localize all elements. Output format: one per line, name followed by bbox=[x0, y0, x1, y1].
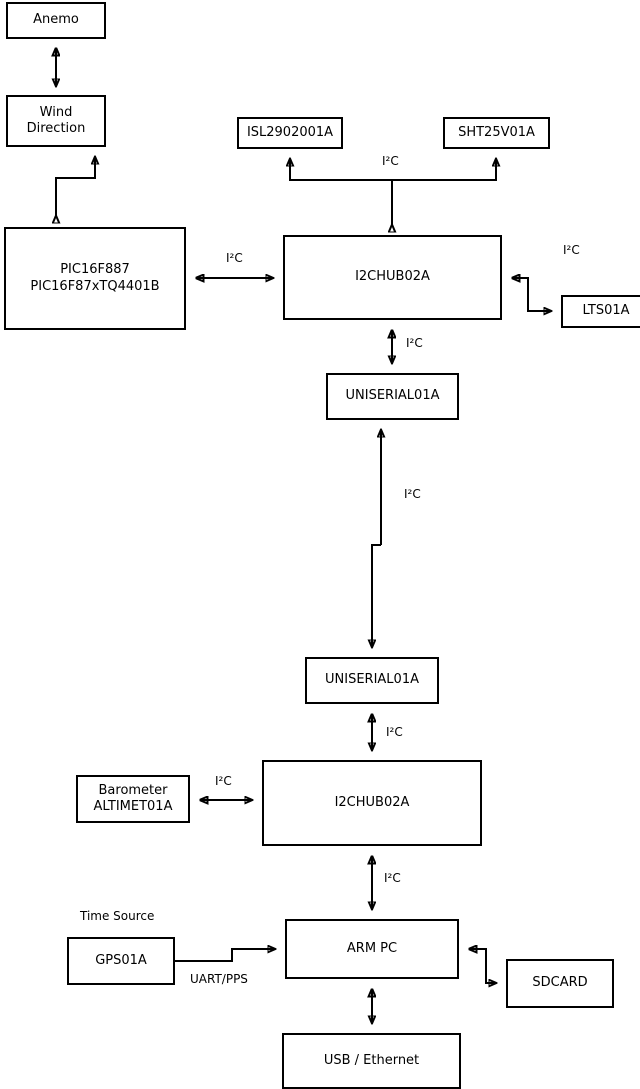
node-i2chub02a-bottom-label: I2CHUB02A bbox=[334, 794, 410, 810]
edge-label-i2c-barometer: I²C bbox=[215, 774, 232, 788]
node-gps01a-label: GPS01A bbox=[95, 952, 147, 968]
node-sdcard[interactable]: SDCARD bbox=[506, 959, 614, 1008]
node-uniserial01a-top[interactable]: UNISERIAL01A bbox=[326, 373, 459, 420]
node-uniserial01a-top-label: UNISERIAL01A bbox=[345, 388, 440, 404]
node-isl2902001a[interactable]: ISL2902001A bbox=[237, 117, 343, 149]
edge-label-i2c-uniserial-hub: I²C bbox=[386, 725, 403, 739]
wire-hubtop-lts bbox=[512, 278, 551, 311]
edge-label-i2c-hub-armpc: I²C bbox=[384, 871, 401, 885]
node-usb-ethernet[interactable]: USB / Ethernet bbox=[282, 1033, 461, 1089]
node-anemo[interactable]: Anemo bbox=[6, 2, 106, 39]
edge-label-i2c-hub-uniserial: I²C bbox=[406, 336, 423, 350]
node-lts01a[interactable]: LTS01A bbox=[561, 295, 640, 328]
edge-label-i2c-lts: I²C bbox=[563, 243, 580, 257]
edge-label-i2c-long-link: I²C bbox=[404, 487, 421, 501]
node-gps01a[interactable]: GPS01A bbox=[67, 937, 175, 985]
node-sdcard-label: SDCARD bbox=[532, 975, 588, 991]
node-sht25v01a[interactable]: SHT25V01A bbox=[443, 117, 550, 149]
label-time-source: Time Source bbox=[80, 909, 155, 923]
node-uniserial01a-bottom-label: UNISERIAL01A bbox=[325, 672, 419, 688]
wire-uniserial-link-jog bbox=[372, 544, 381, 647]
node-isl2902001a-label: ISL2902001A bbox=[246, 124, 334, 140]
node-anemo-label: Anemo bbox=[33, 12, 79, 28]
node-arm-pc-label: ARM PC bbox=[346, 940, 398, 956]
wire-bus-sht bbox=[392, 159, 496, 181]
node-sht25v01a-label: SHT25V01A bbox=[458, 124, 535, 140]
edge-label-i2c-top-bus: I²C bbox=[382, 154, 399, 168]
edge-label-uart-pps: UART/PPS bbox=[190, 972, 248, 986]
wire-armpc-sdcard bbox=[469, 949, 496, 983]
node-usb-ethernet-label: USB / Ethernet bbox=[323, 1052, 420, 1068]
node-arm-pc[interactable]: ARM PC bbox=[285, 919, 459, 979]
node-i2chub02a-top[interactable]: I2CHUB02A bbox=[283, 235, 502, 320]
node-uniserial01a-bottom[interactable]: UNISERIAL01A bbox=[305, 657, 439, 704]
wire-gps-armpc bbox=[175, 949, 275, 962]
edge-label-i2c-pic-hub: I²C bbox=[226, 251, 243, 265]
node-lts01a-label: LTS01A bbox=[582, 303, 630, 319]
node-i2chub02a-top-label: I2CHUB02A bbox=[355, 269, 430, 285]
wire-pic-wind bbox=[56, 157, 95, 216]
wire-hubtop-bus bbox=[290, 159, 392, 225]
node-i2chub02a-bottom[interactable]: I2CHUB02A bbox=[262, 760, 482, 846]
